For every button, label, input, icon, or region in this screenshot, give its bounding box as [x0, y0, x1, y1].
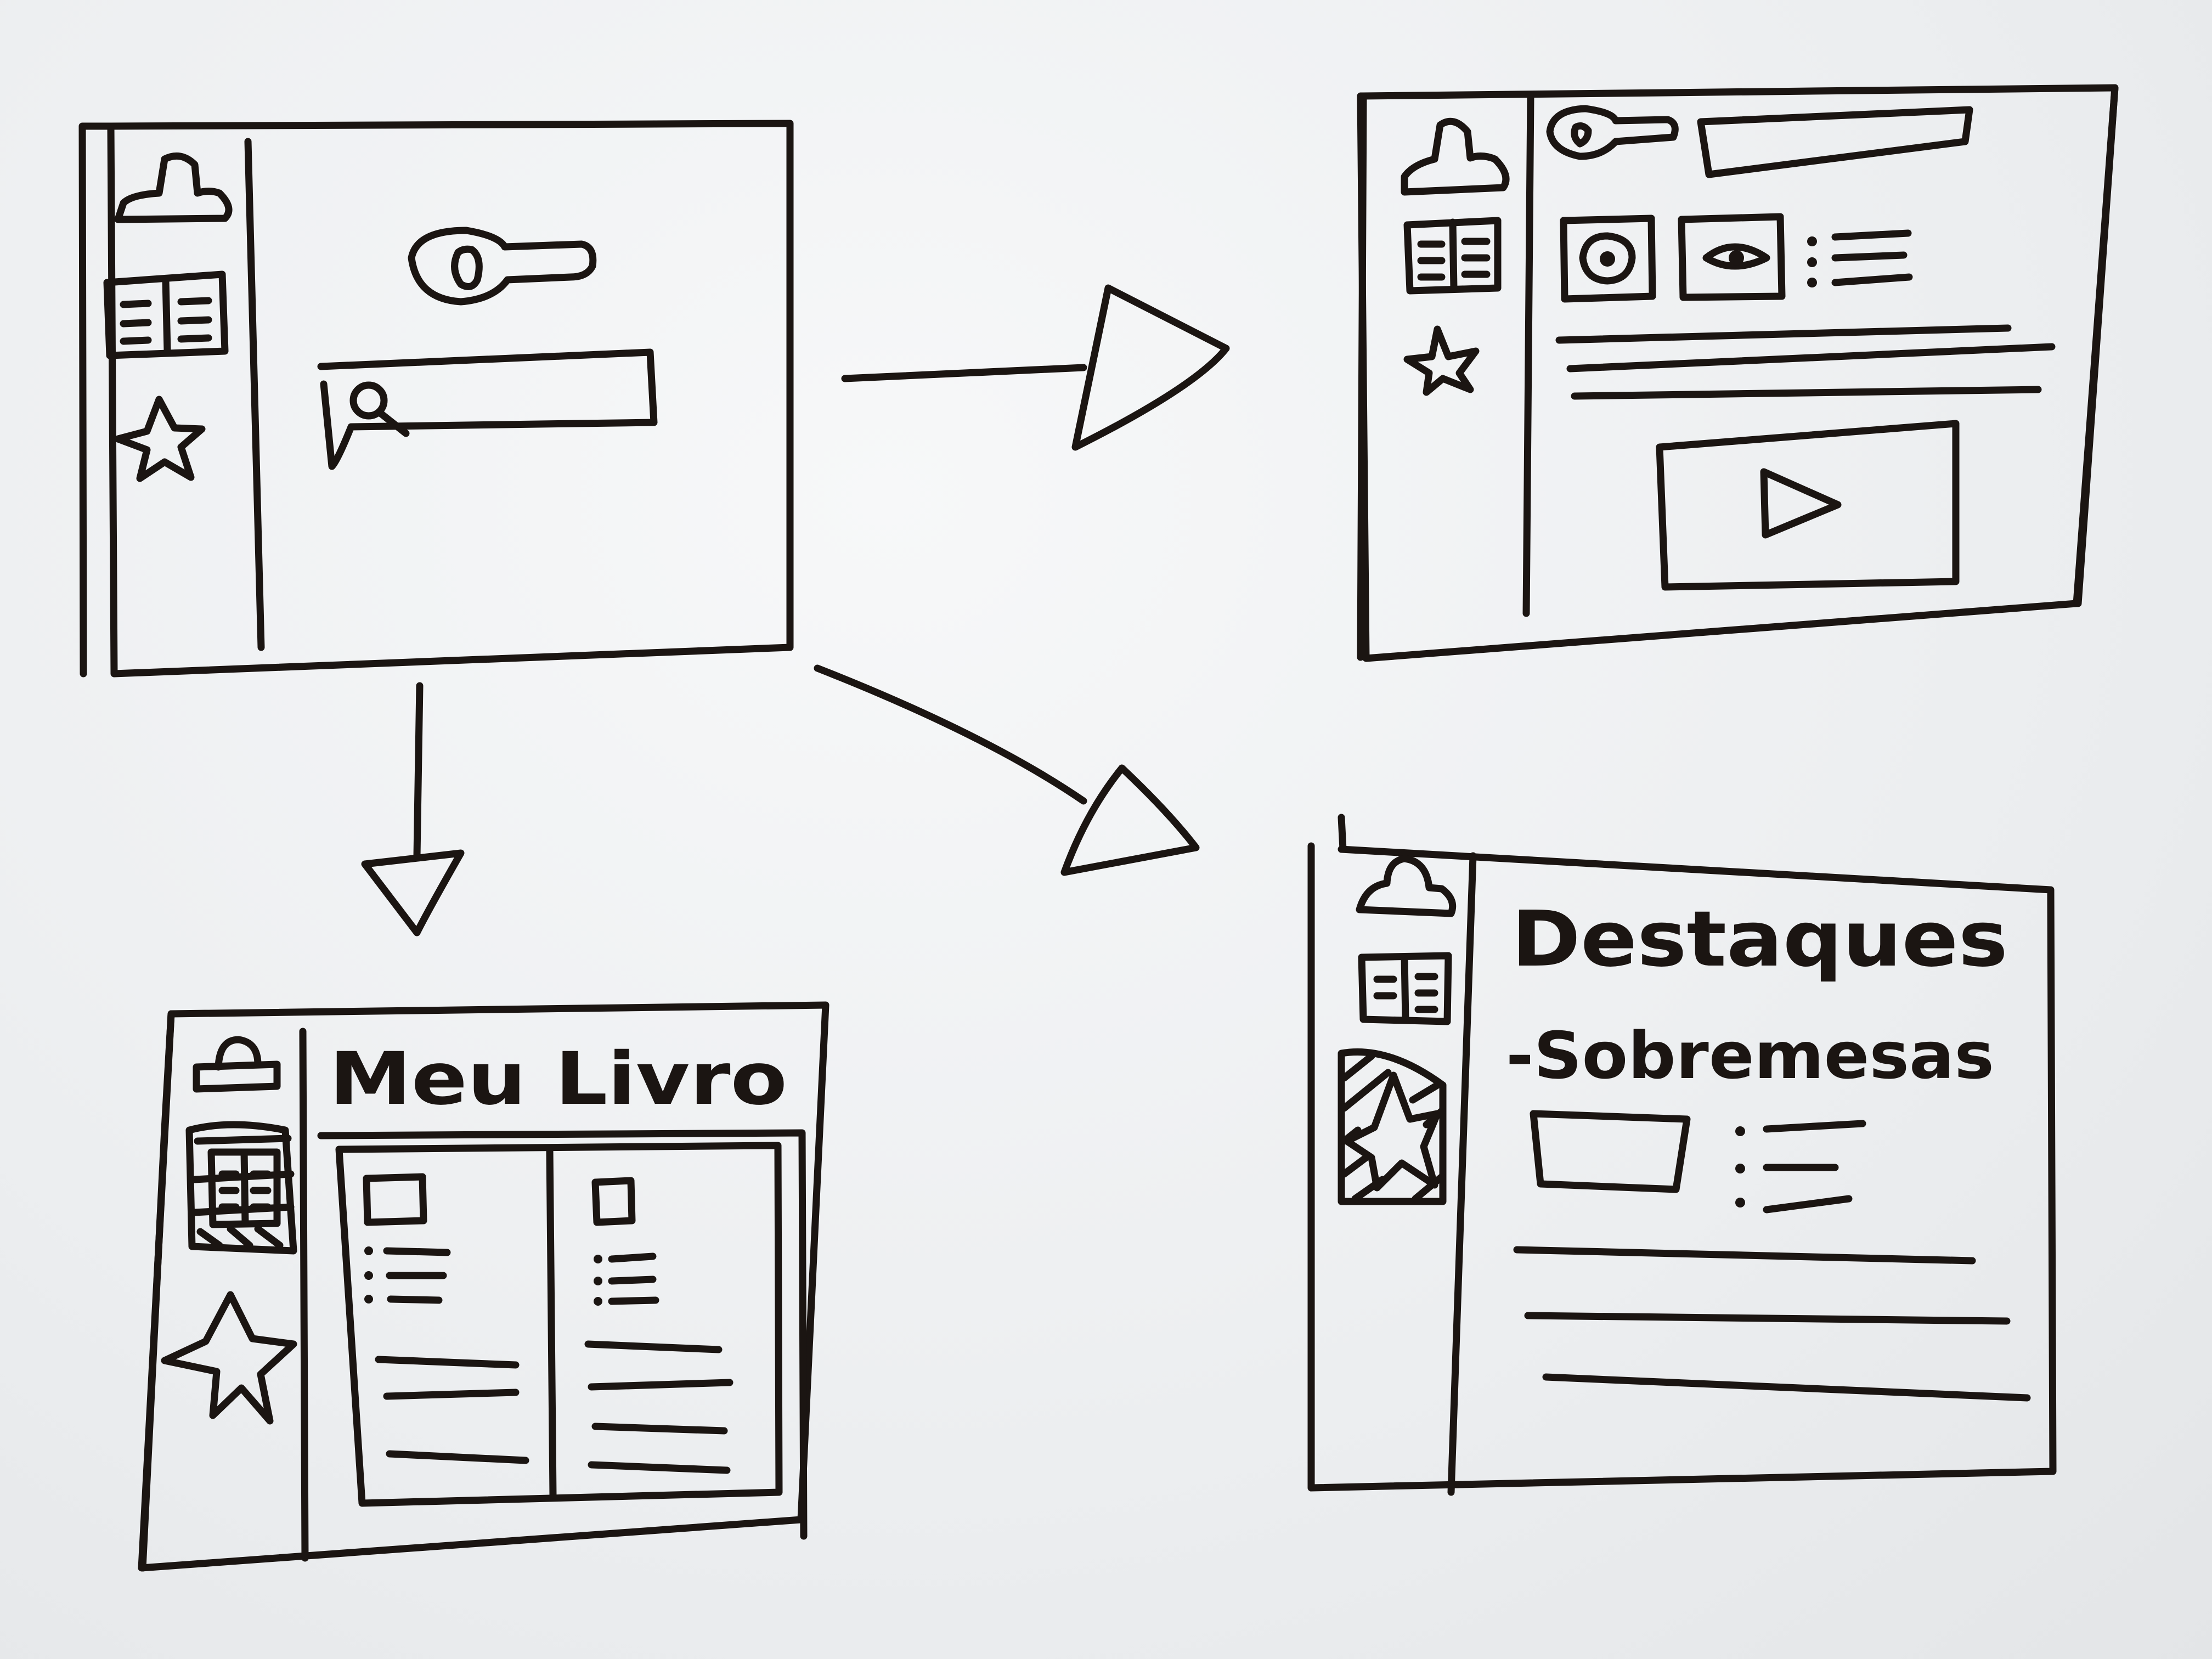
text-line — [1542, 1373, 2031, 1402]
flow-arrow-home-to-book — [361, 682, 465, 936]
home-icon — [193, 1036, 281, 1093]
star-icon — [161, 1291, 297, 1425]
book-icon — [103, 270, 229, 359]
eye-icon — [1702, 243, 1770, 270]
star-icon — [114, 396, 206, 482]
home-screen-sidebar-divider — [244, 138, 265, 651]
text-line — [1524, 1312, 2011, 1325]
book-icon-selected[interactable] — [185, 1121, 297, 1255]
text-line — [1571, 386, 2042, 400]
book-screen-sidebar-divider — [299, 1028, 309, 1562]
media-thumbnail-1[interactable] — [1560, 215, 1656, 303]
text-line — [1555, 324, 2012, 344]
text-line — [1513, 1246, 1976, 1265]
search-icon — [349, 381, 388, 420]
video-player[interactable] — [1656, 420, 1960, 591]
bullet-list — [1807, 229, 1913, 287]
book-icon — [1403, 217, 1502, 295]
search-bar[interactable] — [317, 348, 658, 470]
favorites-screen-sidebar-divider — [1447, 852, 1477, 1496]
home-icon — [114, 152, 233, 223]
favorites-screen-frame — [1307, 842, 2057, 1492]
page-title: Meu Livro — [329, 1037, 787, 1121]
star-icon — [1403, 325, 1480, 396]
media-thumbnail-2[interactable] — [1678, 213, 1786, 301]
play-icon[interactable] — [1760, 468, 1842, 539]
detail-screen-sidebar-divider — [1522, 92, 1534, 617]
flow-arrow-home-to-detail — [841, 284, 1230, 451]
detail-screen — [1357, 84, 2119, 662]
bullet-list — [1735, 1120, 1866, 1214]
page-title: Destaques — [1511, 895, 2008, 984]
favorites-screen: Destaques -Sobremesas — [1307, 814, 2057, 1496]
book-screen: Meu Livro — [138, 1001, 830, 1572]
page-subtitle: -Sobremesas — [1506, 1018, 1994, 1093]
home-icon — [1401, 117, 1510, 196]
home-screen — [78, 120, 794, 678]
search-logo-icon — [408, 227, 597, 306]
home-screen-frame — [107, 120, 794, 678]
image-placeholder — [1530, 1110, 1691, 1193]
search-logo-icon — [1546, 105, 1679, 160]
search-bar[interactable] — [1697, 106, 1973, 178]
text-line — [1566, 343, 2056, 373]
book-icon — [1358, 952, 1452, 1025]
two-page-book-spread — [317, 1129, 808, 1540]
home-icon — [1356, 855, 1457, 917]
flow-arrow-home-to-favorites — [814, 664, 1200, 876]
star-icon-selected[interactable] — [1338, 1048, 1447, 1205]
